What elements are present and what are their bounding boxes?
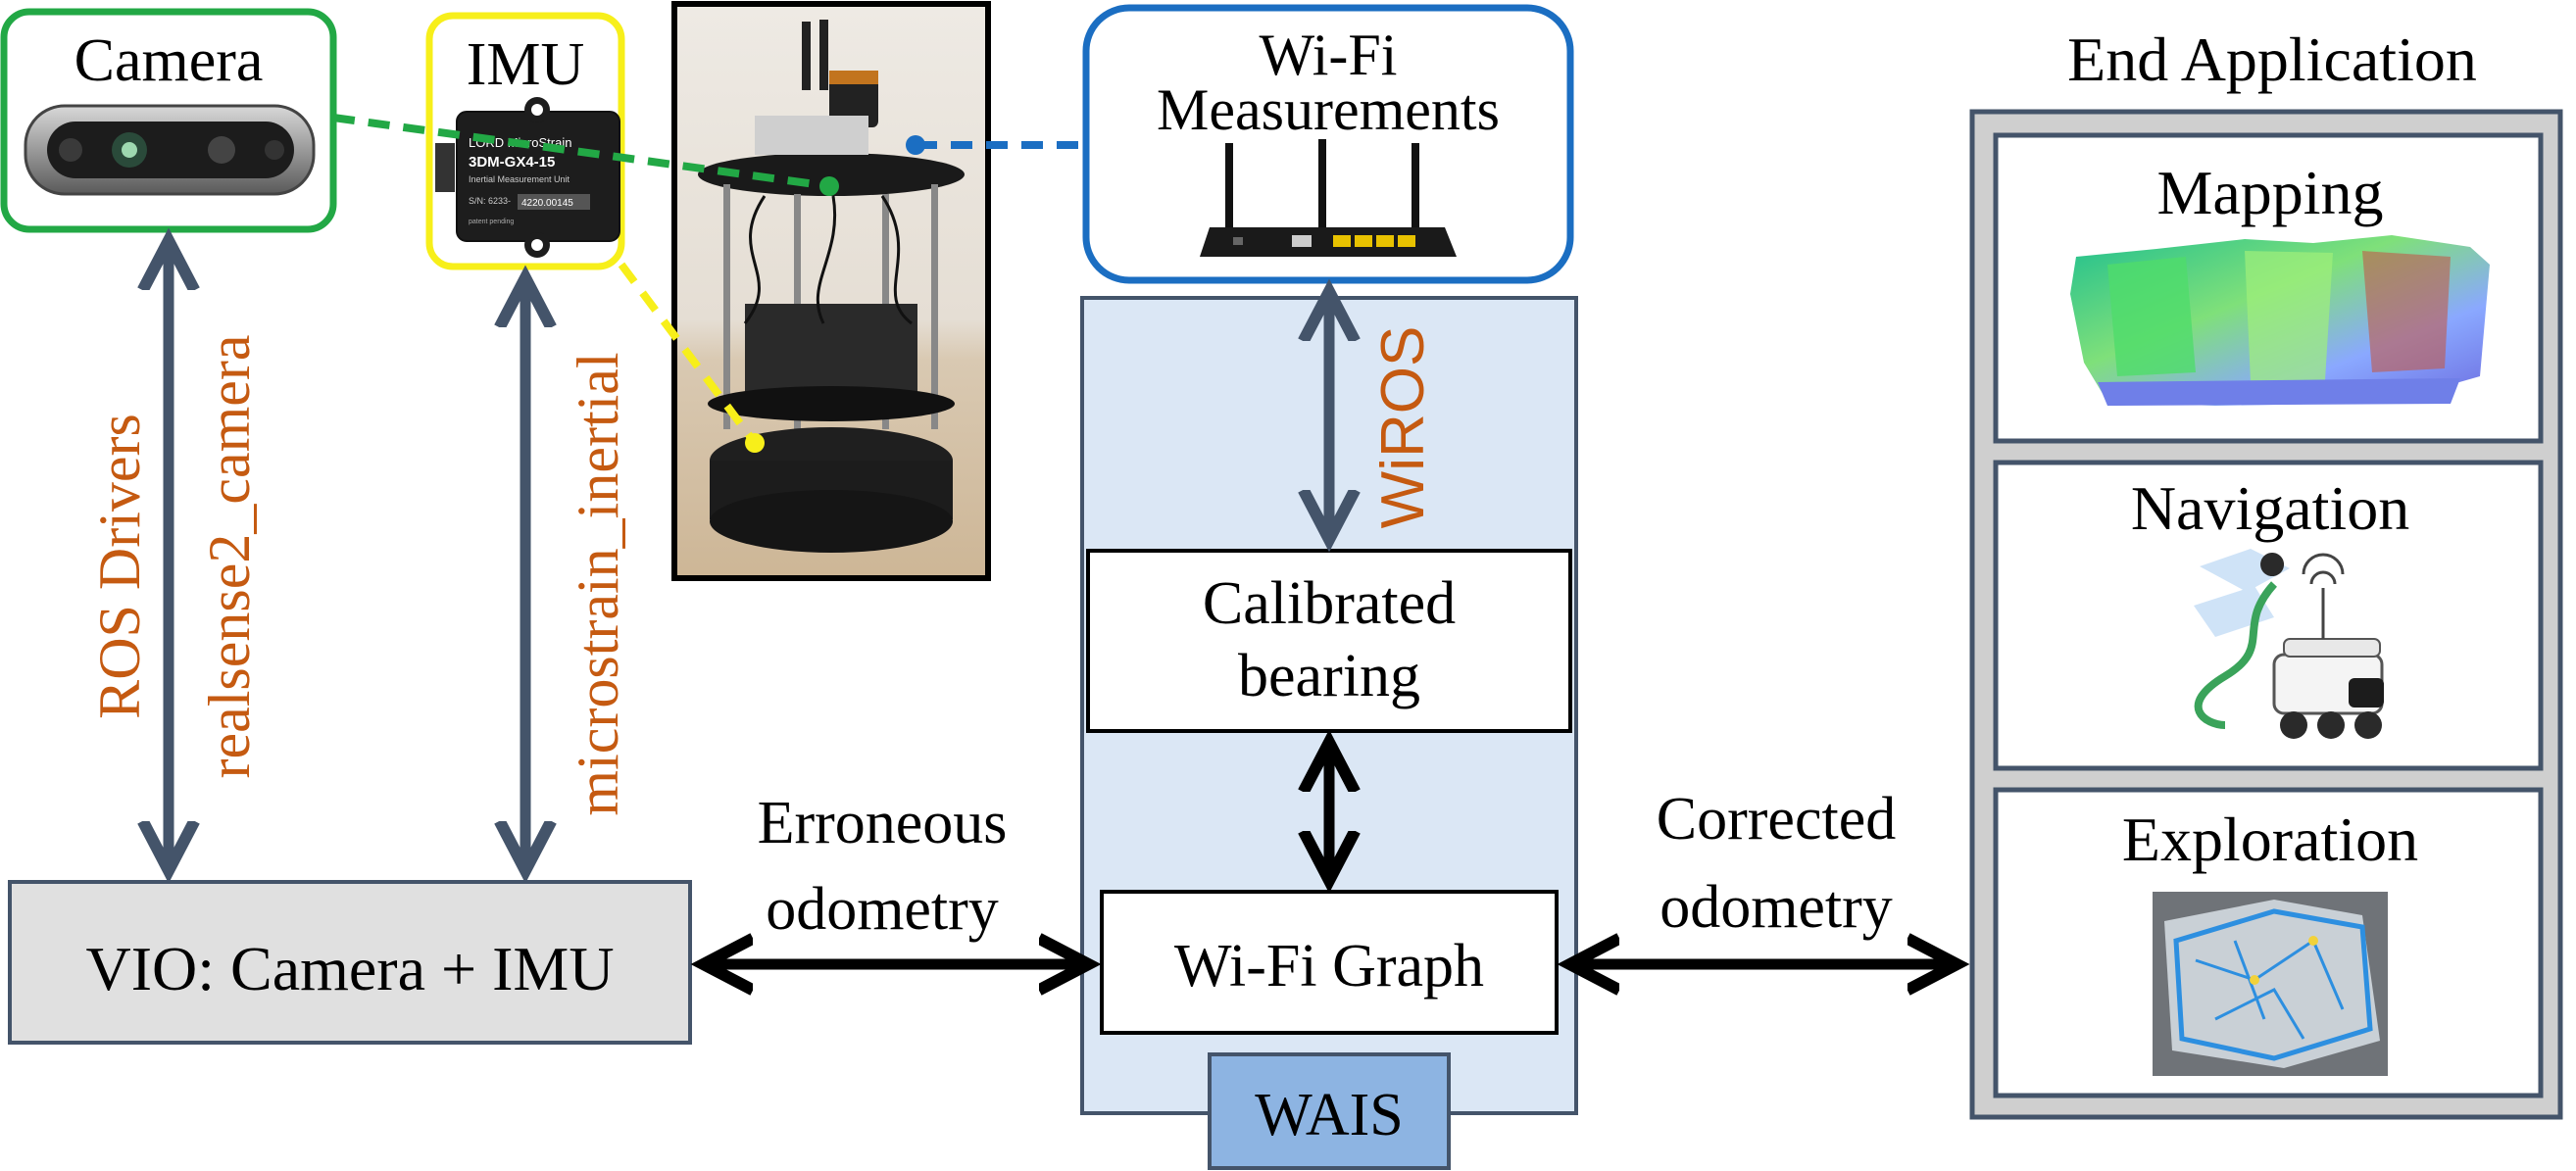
imu-serial-value: 4220.00145 [521, 198, 573, 209]
camera-label: Camera [74, 27, 264, 94]
mapping-label: Mapping [2156, 158, 2383, 227]
erroneous-label-line1: Erroneous [758, 790, 1008, 856]
exploration-label: Exploration [2122, 805, 2418, 874]
imu-sensor-icon: LORD MicroStrain 3DM-GX4-15 Inertial Mea… [435, 97, 620, 258]
end-application: End Application Mapping Navigation [1969, 24, 2563, 1120]
camera-box: Camera [0, 8, 337, 233]
calibrated-bearing-box [1086, 549, 1572, 733]
vio-box: VIO: Camera + IMU [8, 880, 692, 1045]
imu-model: 3DM-GX4-15 [469, 154, 555, 171]
imu-serial-label: S/N: 6233- [469, 196, 511, 206]
end-application-title: End Application [2067, 24, 2477, 94]
exploration-map-image [2153, 892, 2388, 1076]
erroneous-label-line2: odometry [766, 876, 999, 943]
delivery-robot-navigation-image [2194, 549, 2384, 739]
depth-camera-icon [24, 104, 316, 196]
calibrated-label-line2: bearing [1238, 643, 1420, 709]
imu-box: IMU LORD MicroStrain 3DM-GX4-15 Inertial… [425, 12, 625, 270]
wifi-graph-box [1100, 890, 1559, 1035]
corrected-label-line2: odometry [1660, 874, 1893, 941]
imu-label: IMU [467, 31, 585, 98]
ros-drivers-label: ROS Drivers [87, 414, 152, 719]
wifi-router-icon [1200, 139, 1457, 257]
sensor-connectors [332, 114, 1086, 453]
corrected-label-line1: Corrected [1657, 786, 1896, 853]
wiros-label: WiROS [1369, 326, 1437, 529]
wifi-measurements-box: Wi-Fi Measurements [1082, 4, 1574, 284]
microstrain-label: microstrain_inertial [566, 352, 630, 815]
vio-label: VIO: Camera + IMU [85, 934, 614, 1003]
wifi-label-line1: Wi-Fi [1260, 23, 1398, 87]
navigation-label: Navigation [2131, 473, 2409, 543]
wifi-label-line2: Measurements [1157, 77, 1500, 142]
realsense-label: realsense2_camera [197, 334, 262, 778]
wais-label-box [1208, 1052, 1451, 1170]
wifi-graph-label: Wi-Fi Graph [1174, 933, 1484, 1000]
imu-subtitle: Inertial Measurement Unit [469, 174, 570, 184]
imu-footer: patent pending [469, 219, 514, 225]
driver-arrows [169, 245, 1329, 876]
point-cloud-map-image [2070, 235, 2490, 406]
robot-photo [671, 1, 991, 581]
calibrated-label-line1: Calibrated [1203, 570, 1456, 637]
wais-label: WAIS [1255, 1082, 1404, 1148]
